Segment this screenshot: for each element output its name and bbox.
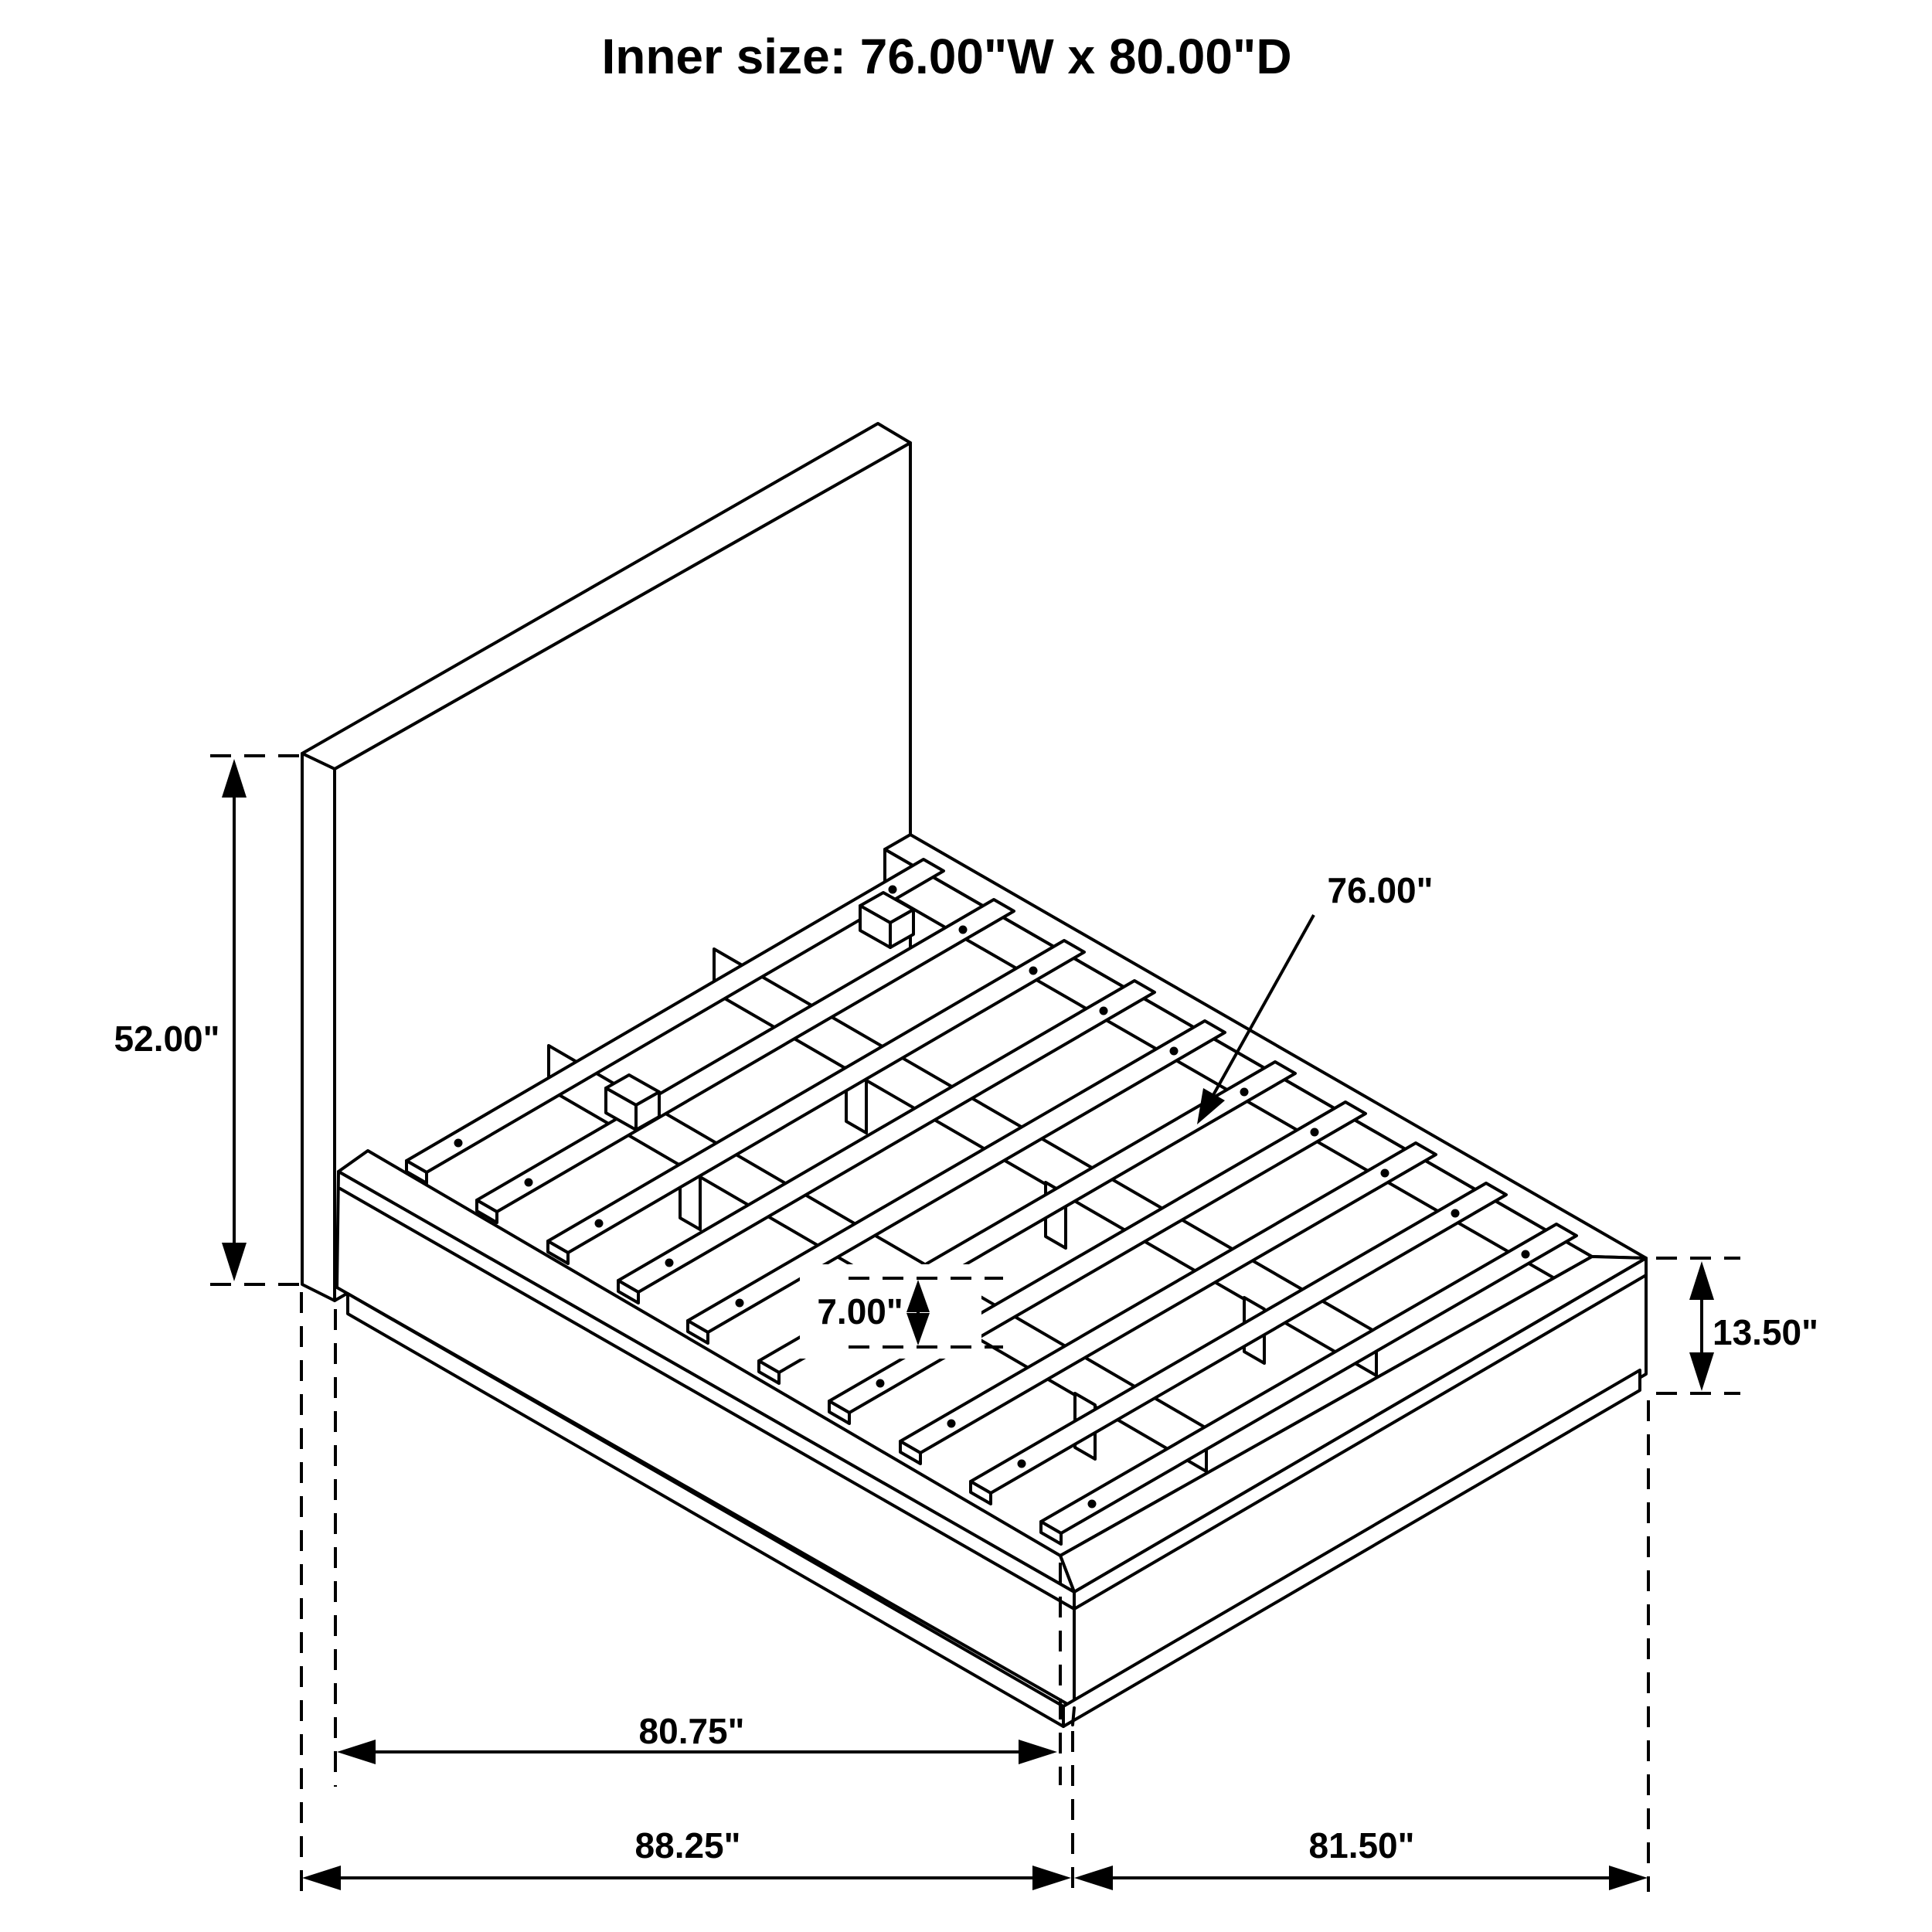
slat-length-label: 76.00" [1328, 870, 1434, 910]
dimension-headboard-height: 52.00" [114, 754, 305, 1286]
slat [969, 1182, 1508, 1505]
arrowhead-left [1074, 1866, 1113, 1890]
headboard-cleat [604, 1073, 661, 1131]
far-rail-top-face [883, 833, 1648, 1260]
dimension-slat-support-height: 7.00" [800, 1264, 1003, 1359]
arrowhead-left [337, 1740, 376, 1764]
plinth-corner-edge [1071, 1706, 1076, 1726]
slat [617, 979, 1156, 1304]
arrowhead-right [1609, 1866, 1648, 1890]
arrowhead-right [1019, 1740, 1057, 1764]
plinth-foot-face [1062, 1369, 1641, 1728]
label-halo [800, 1264, 981, 1359]
inner-size-title: Inner size: 76.00"W x 80.00"D [601, 29, 1291, 84]
base-length-label: 80.75" [639, 1711, 745, 1751]
slat [405, 858, 945, 1185]
arrowhead-right [1032, 1866, 1071, 1890]
arrowhead-up [222, 759, 247, 798]
arrowhead-down [222, 1243, 247, 1281]
dimension-base-length: 80.75" [337, 1711, 1057, 1764]
slat-support-height-label: 7.00" [817, 1291, 903, 1332]
extension-lines [300, 1292, 1650, 1895]
dimension-slat-length: 76.00" [1197, 870, 1433, 1124]
leader-arrowhead [1197, 1088, 1225, 1124]
overall-width-label: 81.50" [1309, 1825, 1415, 1866]
dimension-overall-width: 81.50" [1074, 1825, 1648, 1890]
headboard-height-label: 52.00" [114, 1019, 220, 1059]
arrowhead-up [906, 1280, 930, 1312]
dimension-frame-height: 13.50" [1656, 1257, 1818, 1395]
slat [1039, 1223, 1578, 1546]
slat [899, 1141, 1437, 1465]
dimension-overall-length: 88.25" [302, 1825, 1071, 1890]
plinth-base [346, 1292, 1641, 1728]
slats [405, 858, 1578, 1546]
arrowhead-left [302, 1866, 341, 1890]
arrowhead-up [1689, 1261, 1714, 1300]
arrowhead-down [906, 1313, 930, 1345]
foot-rail-step-line [1073, 1274, 1648, 1611]
headboard [301, 422, 912, 1302]
slat [475, 898, 1015, 1224]
foot-rail-outer-face [1073, 1257, 1648, 1709]
headboard-left-face [301, 752, 336, 1302]
overall-length-label: 88.25" [635, 1825, 741, 1866]
near-rail-step-line [338, 1187, 1076, 1611]
leader-line [1201, 914, 1315, 1115]
slat [546, 939, 1086, 1265]
slat [686, 1019, 1226, 1345]
headboard-cleat [859, 891, 915, 949]
arrowhead-down [1689, 1352, 1714, 1391]
frame-height-label: 13.50" [1713, 1312, 1818, 1352]
